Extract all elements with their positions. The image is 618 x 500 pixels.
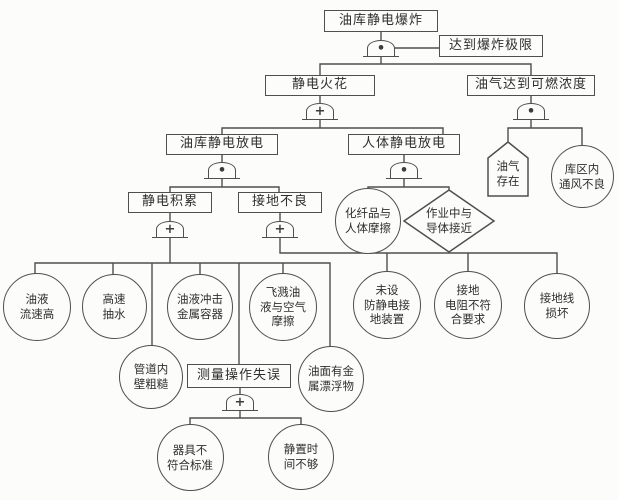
edge-9: [169, 186, 280, 192]
vapor-concentration-box: 油气达到可燃浓度: [467, 75, 595, 96]
near-conductor-diamond-shape: [402, 189, 496, 253]
no-antistatic-grounding-circle: 未设 防静电接 地装置: [353, 271, 421, 339]
or-gate-symbol: +: [274, 222, 286, 237]
and-gate-symbol: •: [399, 163, 409, 178]
high-flow-rate-circle: 油液 流速高: [3, 273, 71, 341]
edge-3: [319, 63, 532, 75]
splash-air-friction-circle: 飞溅油 液与空气 摩擦: [249, 273, 317, 341]
fiber-friction-circle: 化纤品与 人体摩擦: [335, 188, 401, 254]
grounding-or-gate: +: [262, 221, 298, 238]
and-gate-symbol: •: [376, 41, 386, 56]
vapor-present-house-shape: [487, 141, 529, 197]
metal-float-circle: 油面有金 属漂浮物: [298, 346, 364, 412]
rough-pipe-wall-circle: 管道内 壁粗糙: [119, 345, 183, 409]
or-gate-symbol: +: [164, 222, 176, 237]
human-discharge-box: 人体静电放电: [348, 134, 460, 155]
depot-discharge-box: 油库静电放电: [166, 134, 278, 155]
edge-30: [189, 417, 302, 425]
measurement-or-gate: +: [222, 394, 258, 411]
poor-grounding-box: 接地不良: [238, 192, 322, 213]
or-gate-symbol: +: [314, 104, 326, 119]
near-conductor-diamond-label: 作业中与 导体接近: [426, 206, 472, 235]
static-spark-box: 静电火花: [265, 75, 375, 96]
human-and-gate: •: [386, 162, 422, 179]
or-gate-symbol: +: [234, 395, 246, 410]
vapor-and-gate: •: [513, 103, 549, 120]
vapor-present-house-label: 油气 存在: [496, 159, 520, 188]
accumulation-or-gate: +: [152, 221, 188, 238]
top-event-box: 油库静电爆炸: [324, 10, 438, 32]
static-accumulation-box: 静电积累: [128, 192, 212, 213]
depot-and-gate: •: [204, 162, 240, 179]
ground-wire-damaged-circle: 接地线 损坏: [524, 273, 590, 339]
top-and-gate: •: [363, 40, 399, 57]
grounding-resistance-circle: 接地 电阻不符 合要求: [434, 271, 502, 339]
edge-18: [34, 262, 331, 347]
edge-15: [507, 127, 583, 146]
standing-time-circle: 静置时 间不够: [268, 424, 334, 490]
edge-6: [221, 127, 444, 134]
poor-ventilation-circle: 库区内 通风不良: [550, 145, 614, 208]
spark-or-gate: +: [302, 103, 338, 120]
and-gate-symbol: •: [526, 104, 536, 119]
high-speed-pumping-circle: 高速 抽水: [81, 274, 147, 339]
oil-impact-container-circle: 油液冲击 金属容器: [167, 274, 233, 340]
substandard-tools-circle: 器具不 符合标准: [156, 424, 224, 491]
edge-25: [279, 237, 558, 274]
and-gate-symbol: •: [217, 163, 227, 178]
explosion-limit-box: 达到爆炸极限: [439, 35, 543, 57]
measurement-error-box: 测量操作失误: [187, 364, 291, 388]
